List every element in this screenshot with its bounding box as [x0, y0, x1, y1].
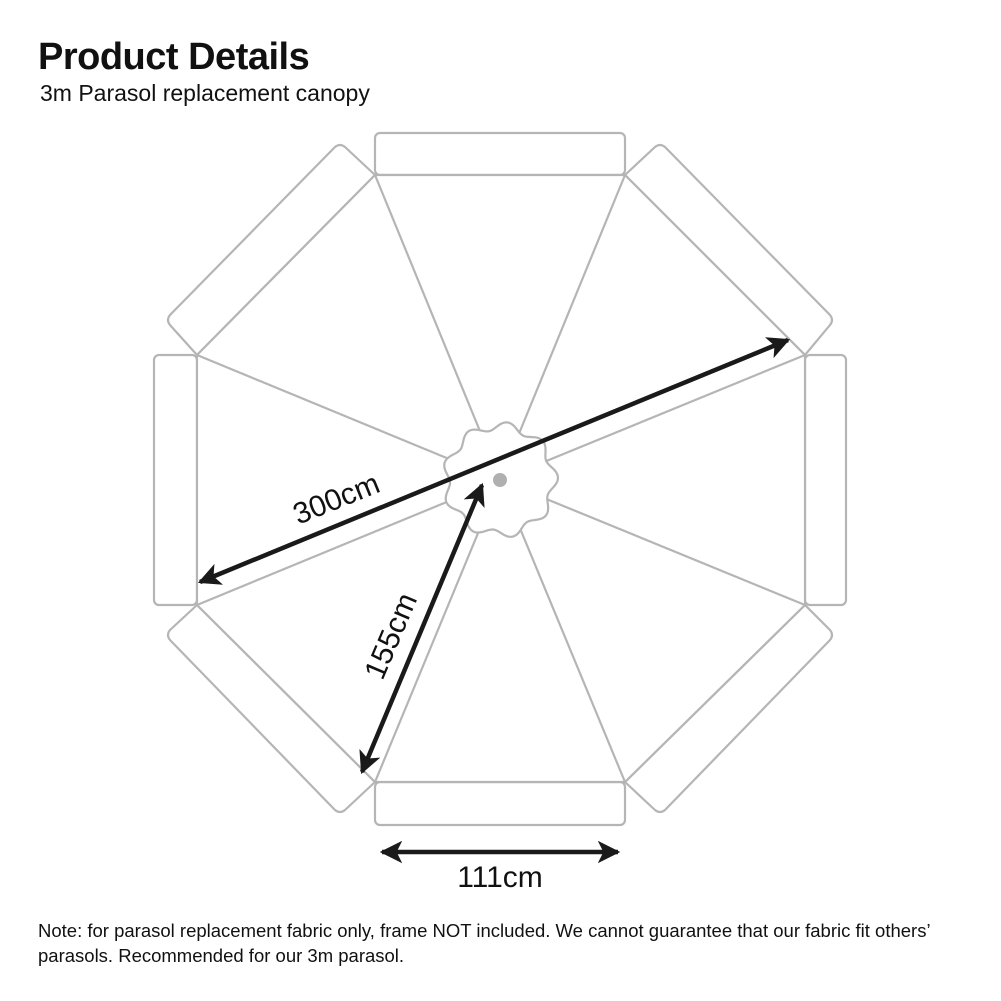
flap-bottom-right: [623, 603, 834, 814]
flap-top-right: [623, 143, 834, 357]
flap-bottom: [373, 780, 627, 827]
flap-right: [803, 353, 848, 607]
rib-length-arrow: [359, 482, 485, 775]
disclaimer-note: Note: for parasol replacement fabric onl…: [38, 920, 930, 966]
flap-left: [152, 353, 199, 607]
hub-dot: [493, 473, 507, 487]
page-title: Product Details: [38, 36, 310, 78]
flap-bottom-left: [166, 603, 377, 814]
flap-top-left: [166, 143, 377, 357]
panel-width-label: 111cm: [457, 861, 543, 894]
diameter-arrow: [197, 337, 791, 585]
flap-top: [373, 131, 627, 177]
page-subtitle: 3m Parasol replacement canopy: [40, 80, 370, 106]
